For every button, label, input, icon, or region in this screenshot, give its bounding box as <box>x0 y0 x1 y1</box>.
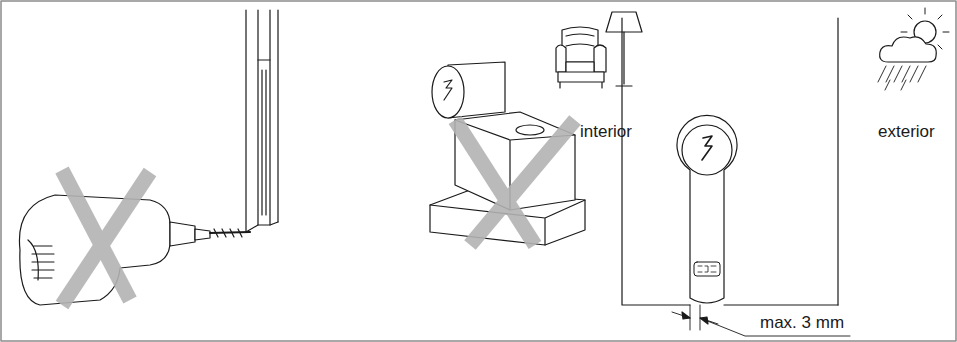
forbidden-cross <box>62 170 150 305</box>
power-drill <box>19 195 250 305</box>
weather-icon <box>878 8 949 90</box>
side-label: interior <box>580 123 632 142</box>
vise-clamp <box>430 112 585 245</box>
dimension-lines <box>672 305 850 336</box>
armchair-icon <box>556 27 606 88</box>
forbidden-cross <box>455 120 575 245</box>
lock-cylinder <box>677 115 737 303</box>
floor-lamp-icon <box>606 12 642 86</box>
lock-cylinder <box>432 62 505 118</box>
door-leaf <box>622 18 838 305</box>
wall-frame <box>246 10 278 232</box>
dimension-label: max. 3 mm <box>760 314 844 333</box>
side-label: exterior <box>878 123 935 142</box>
